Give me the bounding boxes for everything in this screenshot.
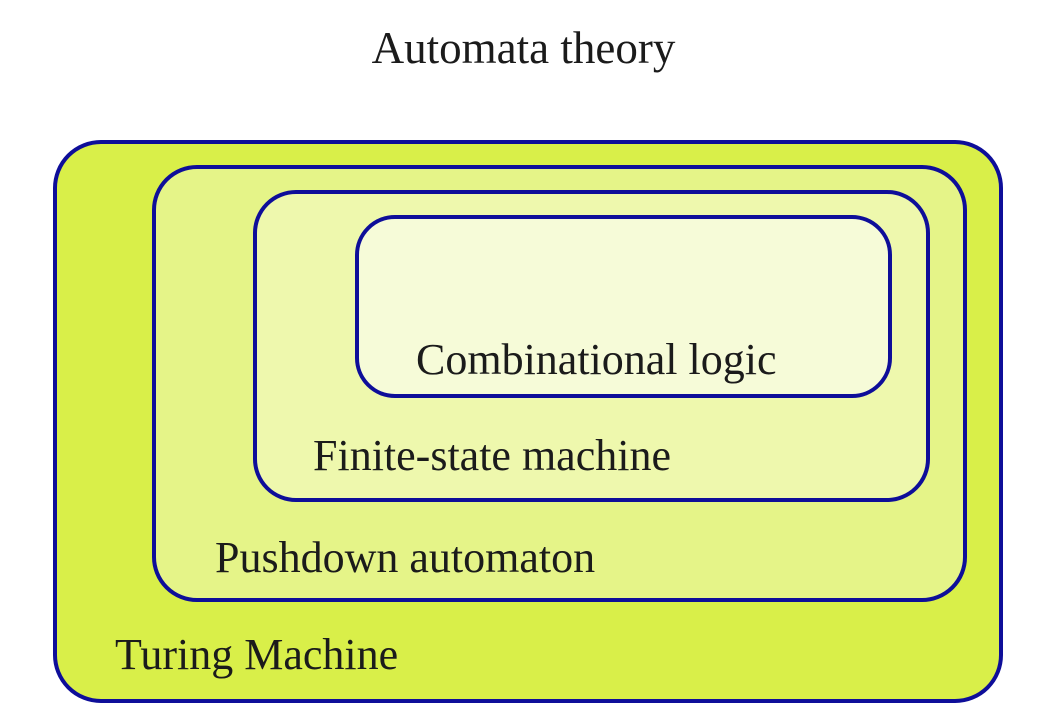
set-finite-state-machine: Finite-state machine Combinational logic	[253, 190, 930, 502]
set-label-finite-state-machine: Finite-state machine	[313, 431, 671, 480]
set-combinational-logic: Combinational logic	[355, 215, 892, 398]
set-label-pushdown-automaton: Pushdown automaton	[215, 533, 596, 582]
diagram-title: Automata theory	[371, 23, 676, 73]
set-pushdown-automaton: Pushdown automaton Finite-state machine …	[152, 165, 967, 602]
set-label-turing-machine: Turing Machine	[115, 630, 399, 679]
set-turing-machine: Turing Machine Pushdown automaton Finite…	[53, 140, 1003, 703]
set-label-combinational-logic: Combinational logic	[416, 335, 777, 384]
